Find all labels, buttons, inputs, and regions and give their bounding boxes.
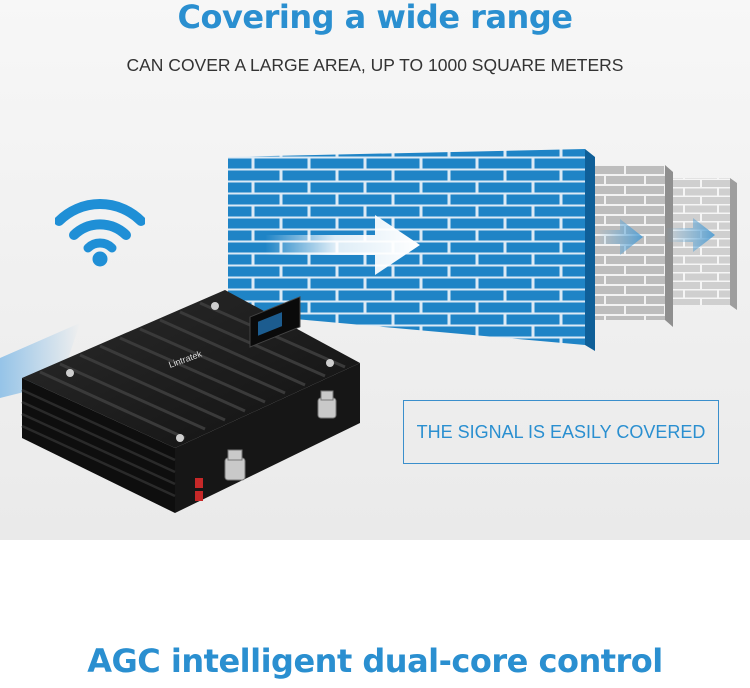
page-title: Covering a wide range bbox=[177, 0, 573, 36]
feature-banner: Covering a wide range CAN COVER A LARGE … bbox=[0, 0, 750, 540]
section-title: AGC intelligent dual-core control bbox=[87, 642, 663, 680]
page-subtitle: CAN COVER A LARGE AREA, UP TO 1000 SQUAR… bbox=[126, 55, 624, 75]
wifi-icon bbox=[55, 199, 145, 267]
brick-wall-icon bbox=[228, 149, 737, 351]
signal-booster-device: Lintratek bbox=[0, 290, 360, 513]
arrow-right-icon bbox=[265, 215, 715, 275]
callout-text: THE SIGNAL IS EASILY COVERED bbox=[416, 421, 706, 442]
signal-callout-box: THE SIGNAL IS EASILY COVERED bbox=[403, 400, 719, 464]
